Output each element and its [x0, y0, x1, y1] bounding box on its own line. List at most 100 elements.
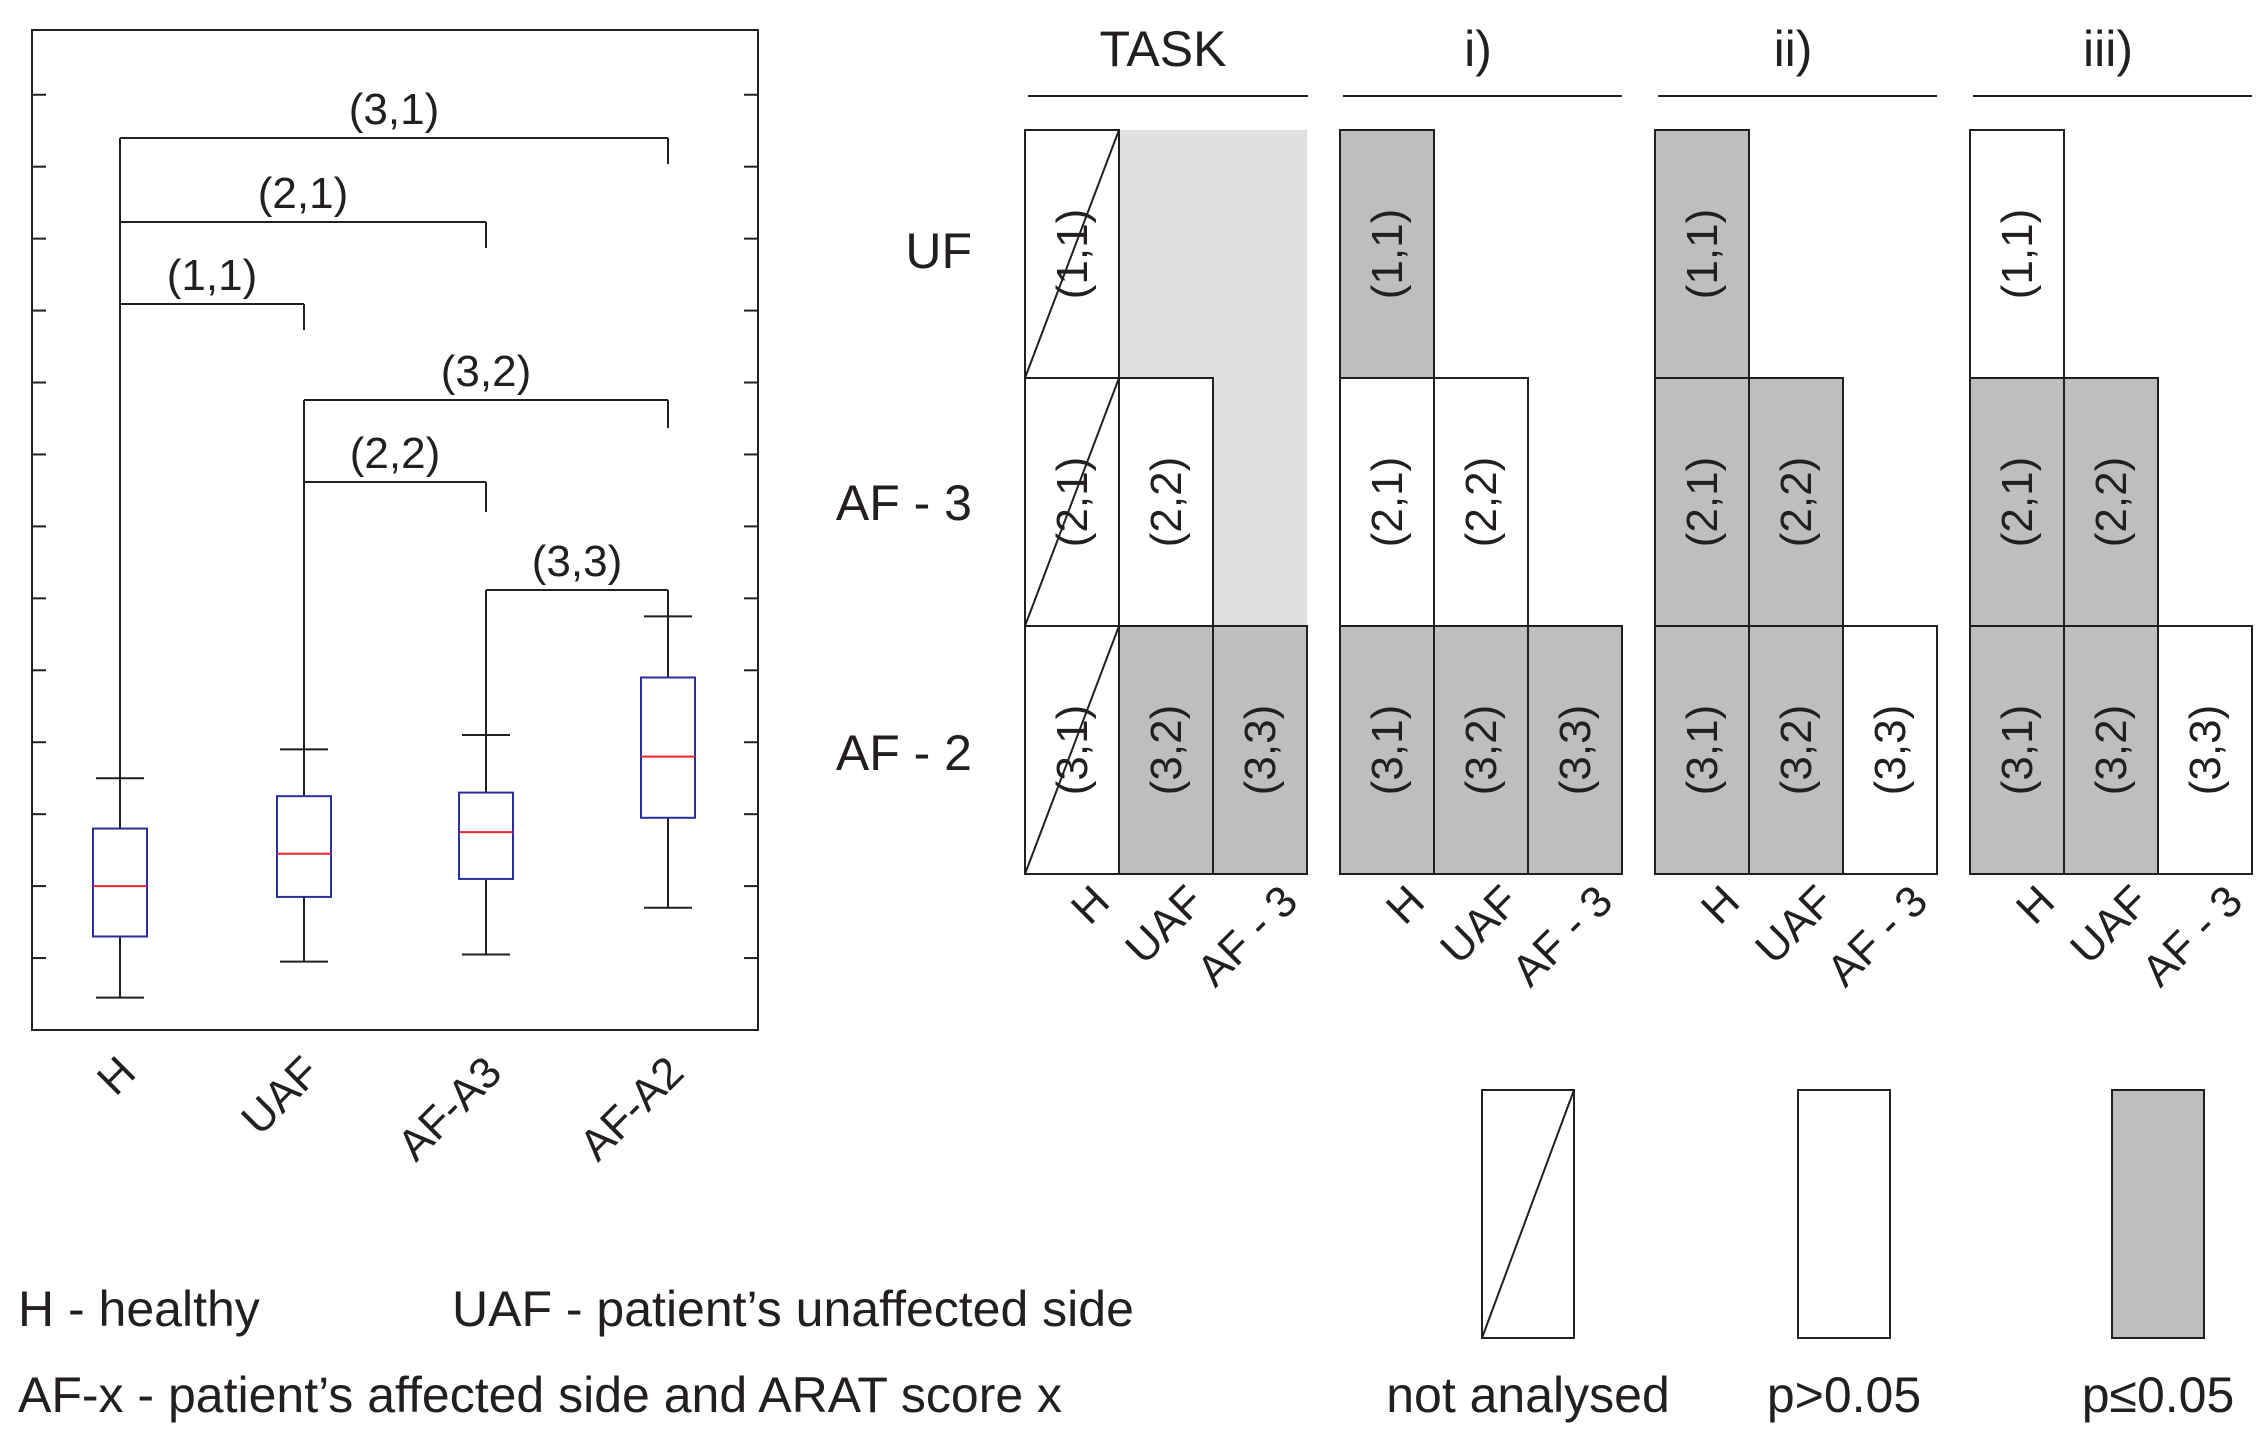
matrix-col-label: AF - 3	[1503, 876, 1622, 995]
bracket-3-2: (3,2)	[303, 347, 669, 750]
matrix-panel-ii: ii)(1,1)(2,1)(2,2)(3,1)(3,2)(3,3)HUAFAF …	[1654, 21, 1938, 996]
matrix-cell: (2,1)	[1024, 377, 1120, 627]
matrix-col-label: AF - 3	[1818, 876, 1937, 995]
bracket-label: (3,1)	[349, 85, 439, 134]
legend-swatch-not-significant	[1797, 1089, 1891, 1339]
matrix-col-label: AF - 3	[2133, 876, 2252, 995]
matrix-cell: (1,1)	[1969, 129, 2065, 379]
bracket-label: (1,1)	[167, 251, 257, 300]
matrix-title: i)	[1464, 21, 1492, 77]
matrix-cell-label: (2,2)	[2087, 457, 2136, 547]
bracket-3-3: (3,3)	[485, 537, 669, 736]
matrix-cell: (3,3)	[1212, 625, 1308, 875]
matrix-cell-label: (3,3)	[2181, 705, 2230, 795]
matrix-cell: (2,1)	[1654, 377, 1750, 627]
matrix-cell: (3,1)	[1969, 625, 2065, 875]
matrix-cell-box	[1969, 625, 2065, 875]
matrix-cell-label: (1,1)	[1678, 209, 1727, 299]
legend-swatch-not-analysed-diagonal	[1481, 1089, 1575, 1339]
matrix-cell: (3,3)	[1842, 625, 1938, 875]
x-tick-label: AF-A2	[570, 1047, 693, 1170]
matrix-cell: (3,2)	[2063, 625, 2159, 875]
matrix-cell-box	[1654, 129, 1750, 379]
matrix-cell-diagonal	[1024, 129, 1120, 379]
matrix-cell-label: (2,1)	[1048, 457, 1097, 547]
matrix-col-label: AF - 3	[1188, 876, 1307, 995]
box-iqr	[458, 791, 514, 880]
matrix-cell-box	[1339, 625, 1435, 875]
bracket-2-2: (2,2)	[303, 429, 487, 750]
box-iqr	[92, 827, 148, 938]
matrix-cell-box	[1527, 625, 1623, 875]
matrix-cell: (3,2)	[1118, 625, 1214, 875]
matrix-cell-box	[2063, 625, 2159, 875]
matrix-title: iii)	[2083, 21, 2133, 77]
matrix-cell-label: (3,2)	[1142, 705, 1191, 795]
matrix-row-label: AF - 3	[836, 475, 972, 531]
legend-label-significant: p≤0.05	[2082, 1367, 2235, 1423]
matrix-cell-box	[1748, 625, 1844, 875]
matrix-title: ii)	[1774, 21, 1813, 77]
matrix-cell: (2,1)	[1339, 377, 1435, 627]
matrix-cell-box	[1339, 129, 1435, 379]
note-healthy: H - healthy	[18, 1281, 260, 1337]
y-axis-ticks	[32, 93, 758, 960]
box-iqr	[640, 676, 696, 819]
matrix-panel-iii: iii)(1,1)(2,1)(2,2)(3,1)(3,2)(3,3)HUAFAF…	[1969, 21, 2253, 996]
legend-swatch-significant	[2111, 1089, 2205, 1339]
matrix-cell-diagonal	[1024, 625, 1120, 875]
matrix-cell: (2,2)	[1118, 377, 1214, 627]
matrix-cell: (1,1)	[1654, 129, 1750, 379]
matrix-cell-background	[1213, 130, 1307, 378]
abbreviation-notes: H - healthy UAF - patient’s unaffected s…	[18, 1281, 1134, 1423]
matrix-row-label: AF - 2	[836, 725, 972, 781]
matrix-col-label: H	[1377, 876, 1434, 933]
matrix-cell-label: (1,1)	[1993, 209, 2042, 299]
matrix-cell-diagonal	[1024, 377, 1120, 627]
matrix-cell-label: (3,1)	[1048, 705, 1097, 795]
box-h	[92, 777, 148, 999]
box-uaf	[276, 748, 332, 963]
matrix-cell: (2,2)	[2063, 377, 2159, 627]
matrix-cell: (2,1)	[1969, 377, 2065, 627]
matrix-cell: (3,1)	[1339, 625, 1435, 875]
matrix-cell-background	[1119, 130, 1213, 378]
matrix-cell-box	[1433, 377, 1529, 627]
matrix-cell: (1,1)	[1339, 129, 1435, 379]
matrix-cell-label: (3,1)	[1678, 705, 1727, 795]
matrix-cell-box	[1748, 377, 1844, 627]
matrix-cell-label: (3,2)	[1457, 705, 1506, 795]
matrix-cell-label: (3,1)	[1363, 705, 1412, 795]
legend: not analysed p>0.05 p≤0.05	[1386, 1089, 2235, 1423]
matrix-cell-label: (2,1)	[1678, 457, 1727, 547]
matrix-cell-box	[1433, 625, 1529, 875]
matrix-cell-box	[1969, 377, 2065, 627]
bracket-label: (2,2)	[350, 429, 440, 478]
x-tick-label: AF-A3	[388, 1047, 511, 1170]
matrix-cell-box	[1118, 625, 1214, 875]
note-unaffected: UAF - patient’s unaffected side	[452, 1281, 1134, 1337]
legend-label-not-analysed: not analysed	[1386, 1367, 1670, 1423]
box-af-a3	[458, 734, 514, 956]
plot-frame	[31, 29, 759, 1031]
x-tick-label: H	[88, 1047, 145, 1104]
box-af-a2	[640, 615, 696, 909]
matrix-col-label: H	[2007, 876, 2064, 933]
matrix-cell-box	[1212, 625, 1308, 875]
matrix-cell-label: (3,3)	[1866, 705, 1915, 795]
bracket-label: (2,1)	[258, 169, 348, 218]
matrix-cell: (3,3)	[2157, 625, 2253, 875]
matrix-cell-box	[1654, 625, 1750, 875]
matrix-cell: (3,2)	[1433, 625, 1529, 875]
matrix-cell: (1,1)	[1024, 129, 1120, 379]
matrix-cell-label: (1,1)	[1363, 209, 1412, 299]
matrix-cell-box	[1842, 625, 1938, 875]
matrix-cell: (3,1)	[1024, 625, 1120, 875]
matrix-cell-box	[1654, 377, 1750, 627]
matrix-cell: (3,1)	[1654, 625, 1750, 875]
bracket-label: (3,2)	[441, 347, 531, 396]
legend-label-not-significant: p>0.05	[1767, 1367, 1921, 1423]
